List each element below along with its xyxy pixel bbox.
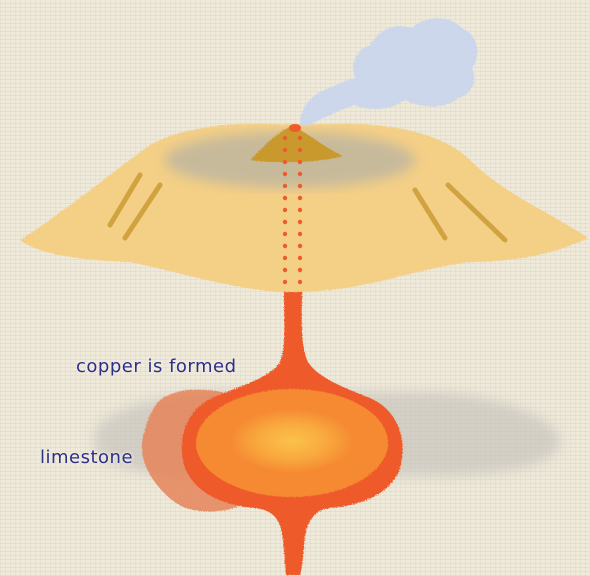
vent-glow (289, 124, 301, 132)
smoke-plume (300, 18, 477, 126)
copper-formed-label: copper is formed (76, 356, 237, 377)
limestone-label: limestone (40, 447, 133, 468)
magma-core (230, 409, 354, 473)
